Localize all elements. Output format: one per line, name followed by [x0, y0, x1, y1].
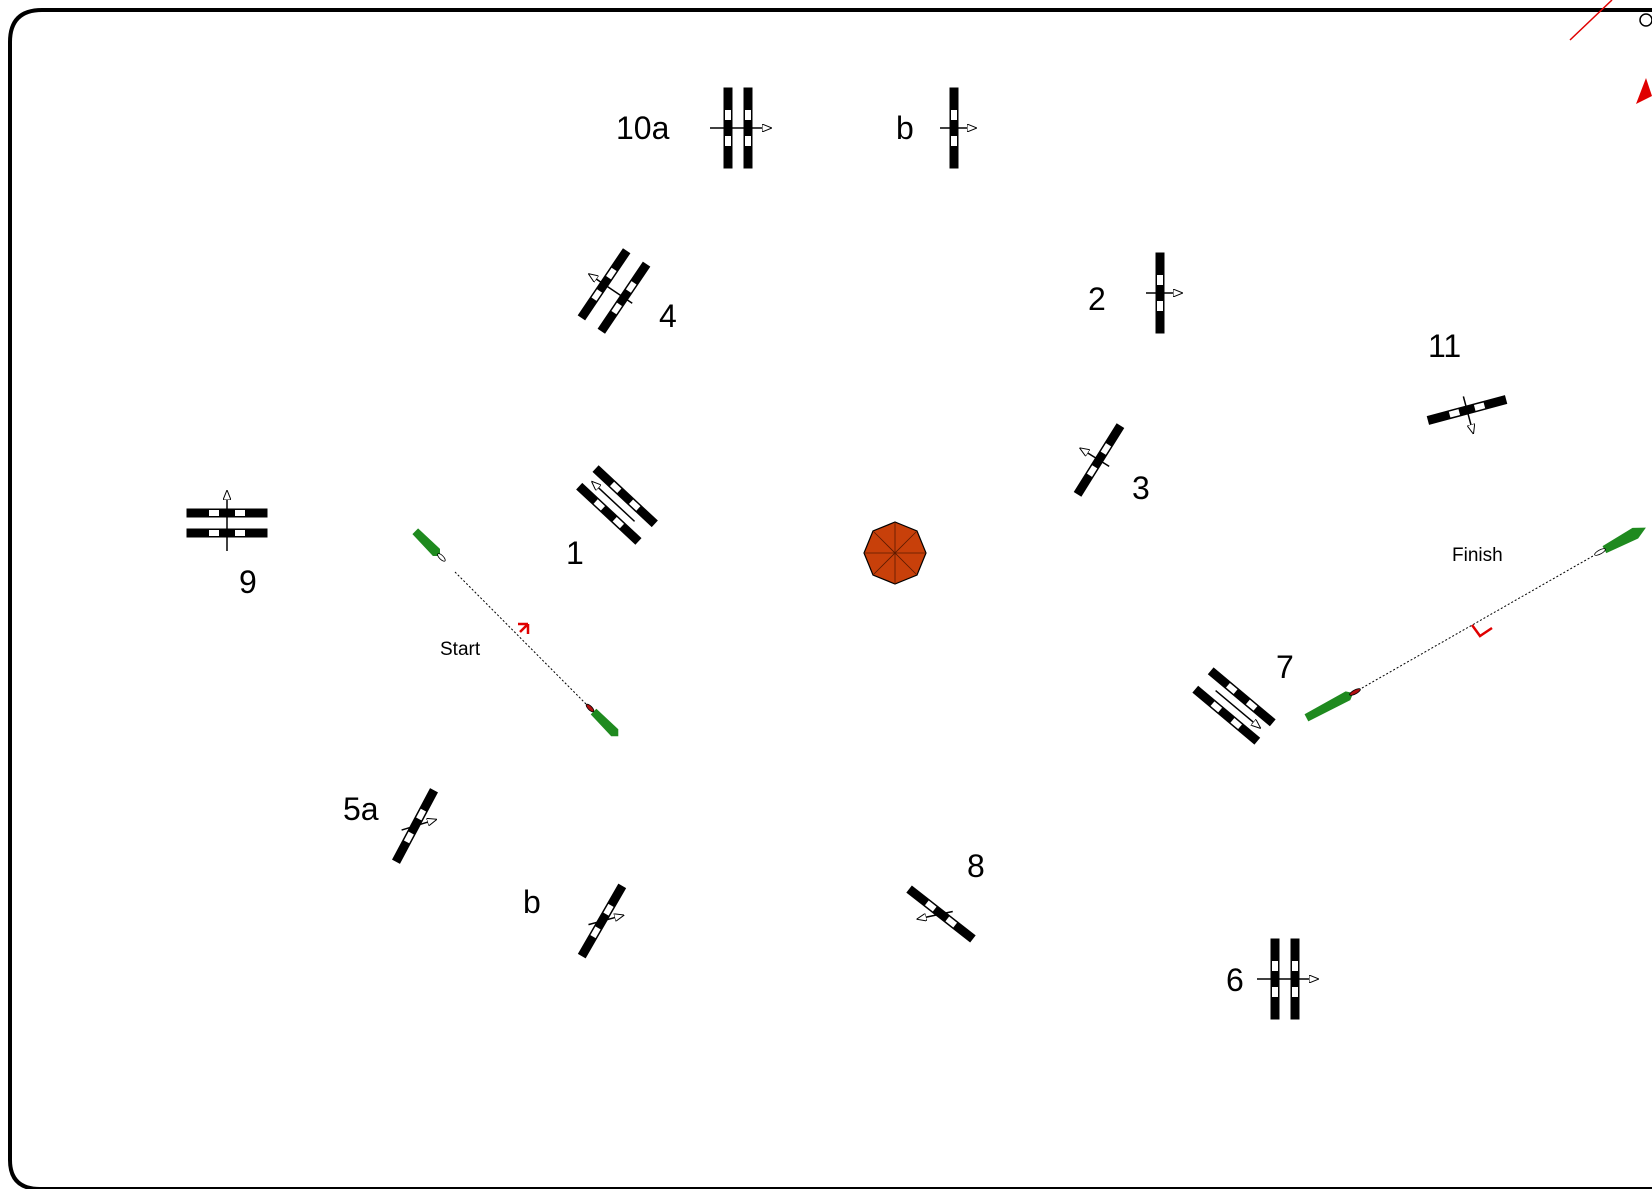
fence-11 — [1426, 395, 1508, 443]
finish-line — [1304, 527, 1646, 722]
start-direction-icon — [518, 622, 530, 634]
fence-7 — [1192, 667, 1276, 745]
fence-2 — [1146, 252, 1182, 334]
start-line — [412, 528, 619, 737]
finish-flag-right — [1594, 527, 1646, 556]
fence-1 — [576, 465, 658, 545]
fence-label-11: 11 — [1428, 328, 1461, 364]
fence-3 — [1073, 423, 1125, 497]
finish-flag-left — [1304, 688, 1361, 722]
arena-border — [8, 8, 1652, 1189]
fence-label-9: 9 — [239, 564, 257, 600]
finish-label: Finish — [1452, 545, 1503, 566]
fence-label-10b: b — [896, 110, 914, 146]
fence-4 — [577, 248, 651, 334]
fence-label-1: 1 — [566, 535, 584, 571]
fence-10b — [940, 87, 976, 169]
fence-label-6: 6 — [1226, 962, 1244, 998]
north-arrow-icon — [1569, 0, 1652, 104]
fence-label-2: 2 — [1088, 281, 1106, 317]
fence-5b — [578, 883, 626, 959]
finish-direction-icon — [1470, 624, 1493, 638]
fence-label-3: 3 — [1132, 470, 1150, 506]
umbrella-icon — [863, 521, 927, 585]
fence-5a — [392, 788, 447, 864]
start-flag-right — [585, 703, 619, 737]
start-flag-left — [412, 528, 446, 562]
fence-label-5a: 5a — [343, 791, 379, 827]
fence-6 — [1257, 938, 1318, 1020]
fence-label-8: 8 — [967, 848, 985, 884]
fence-label-4: 4 — [659, 298, 677, 334]
fence-label-5b: b — [523, 884, 541, 920]
fence-label-7: 7 — [1276, 649, 1294, 685]
start-label: Start — [440, 639, 481, 660]
fence-10a — [710, 87, 771, 169]
fence-9 — [186, 491, 268, 551]
fence-8 — [906, 885, 976, 943]
fence-label-10a: 10a — [616, 110, 670, 146]
